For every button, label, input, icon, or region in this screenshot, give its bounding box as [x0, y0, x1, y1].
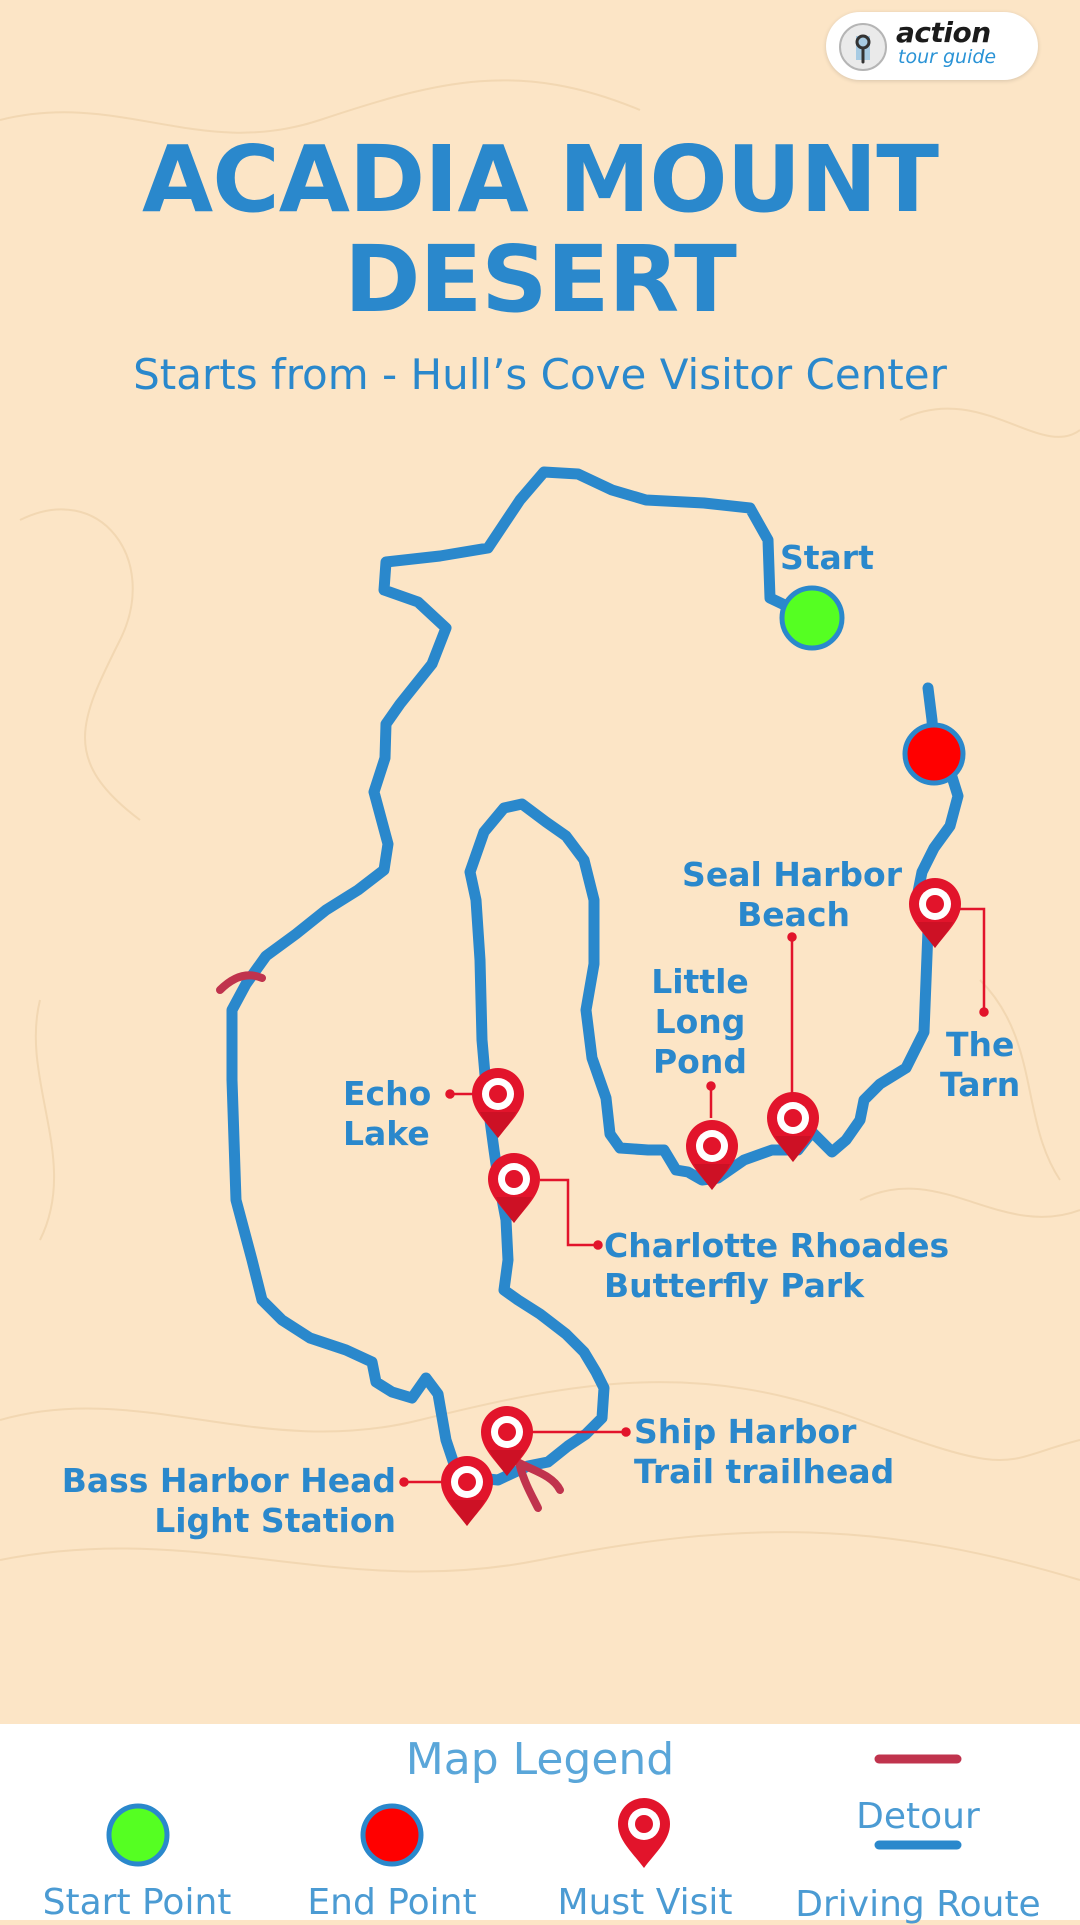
- label-seal-harbor-beach: Seal Harbor Beach: [682, 855, 902, 934]
- label-little-long-pond: Little Long Pond: [651, 962, 749, 1081]
- legend-title: Map Legend: [405, 1734, 675, 1785]
- legend-must-visit-icon: [618, 1798, 670, 1868]
- legend-end-point-icon: [360, 1803, 424, 1867]
- map-title-line2: DESERT: [344, 226, 737, 333]
- brand-logo[interactable]: action tour guide: [826, 12, 1038, 80]
- pin-bass-harbor[interactable]: [441, 1456, 493, 1526]
- legend-start-point-icon: [106, 1803, 170, 1867]
- detour-path-west: [216, 971, 266, 994]
- legend-driving-route-label: Driving Route: [795, 1884, 1041, 1925]
- map-title-line1: ACADIA MOUNT: [142, 126, 939, 233]
- leader-line-the-tarn: [955, 907, 986, 1012]
- brand-tagline: tour guide: [898, 46, 997, 68]
- legend-detour-label: Detour: [856, 1796, 980, 1837]
- label-charlotte-rhoades: Charlotte Rhoades Butterfly Park: [604, 1226, 950, 1305]
- map-area: action tour guide ACADIA MOUNT DESERT St…: [0, 12, 1080, 1581]
- legend-start-point-label: Start Point: [42, 1882, 232, 1923]
- label-bass-harbor: Bass Harbor Head Light Station: [61, 1461, 396, 1540]
- legend-must-visit-label: Must Visit: [557, 1882, 733, 1923]
- end-point-marker[interactable]: [902, 722, 966, 786]
- legend-detour-icon: [874, 1754, 962, 1764]
- label-echo-lake: Echo Lake: [343, 1074, 432, 1153]
- map-legend: Map Legend Start Point End Point Must Vi…: [0, 1724, 1080, 1925]
- pin-charlotte-rhoades[interactable]: [488, 1153, 540, 1223]
- start-point-marker[interactable]: [779, 585, 845, 651]
- label-start: Start: [780, 538, 874, 577]
- label-ship-harbor: Ship Harbor Trail trailhead: [634, 1412, 895, 1491]
- pin-echo-lake[interactable]: [472, 1068, 524, 1138]
- driving-route-path: [226, 466, 964, 1486]
- map-subtitle: Starts from - Hull’s Cove Visitor Center: [133, 350, 947, 399]
- legend-end-point-label: End Point: [307, 1882, 477, 1923]
- tour-guide-logo-icon: [839, 23, 887, 71]
- pin-the-tarn[interactable]: [909, 878, 961, 948]
- topographic-background: [0, 79, 1080, 1581]
- label-the-tarn: The Tarn: [940, 1025, 1021, 1104]
- brand-name: action: [896, 16, 991, 49]
- legend-driving-route-icon: [874, 1840, 962, 1850]
- leader-line-charlotte-rhoades: [540, 1178, 598, 1247]
- route-map: [216, 466, 989, 1526]
- detour-path-south: [510, 1456, 564, 1512]
